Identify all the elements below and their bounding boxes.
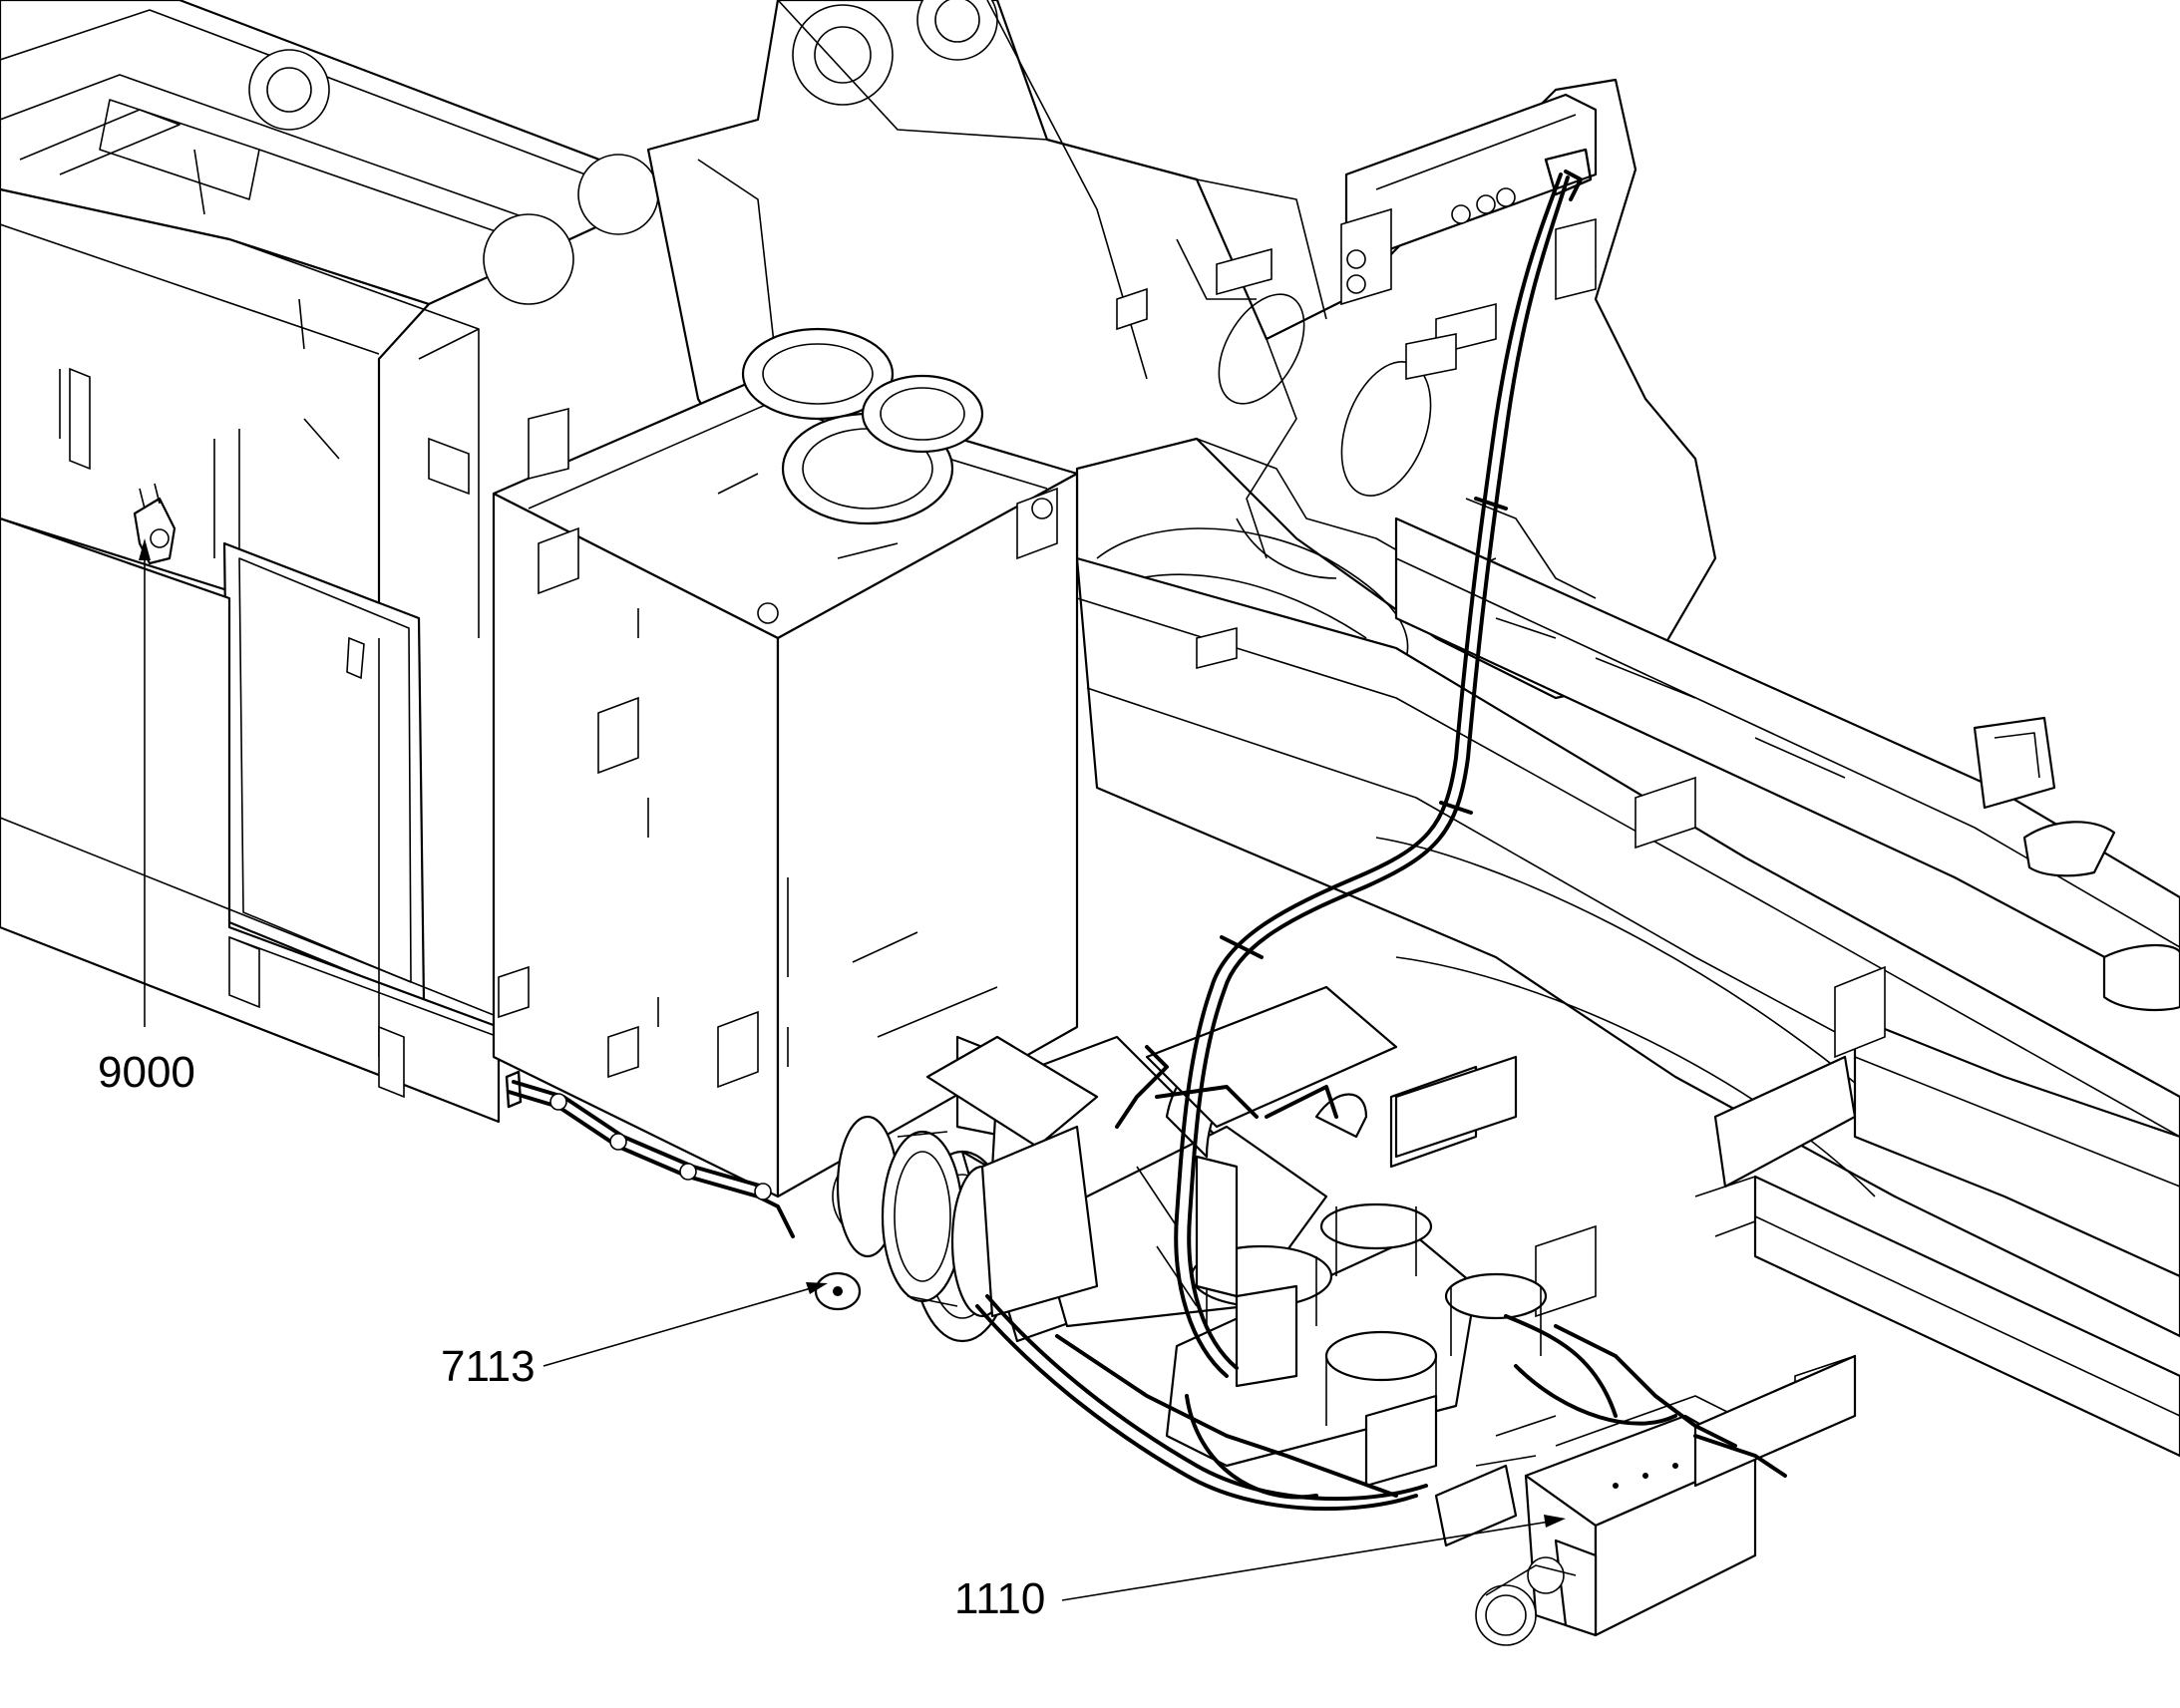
flange-coupling xyxy=(814,1115,1099,1318)
callout-labels: 9000 7113 1110 xyxy=(98,1048,1045,1623)
hose-routing xyxy=(505,148,1787,1512)
callout-9000: 9000 xyxy=(98,1048,195,1097)
leader-7113 xyxy=(543,1285,819,1367)
electrical-box-1110 xyxy=(1434,1354,1857,1646)
leader-1110 xyxy=(1061,1520,1557,1601)
tank-assembly xyxy=(492,327,1079,1198)
callout-7113: 7113 xyxy=(441,1342,536,1391)
arrowhead-9000 xyxy=(139,538,151,560)
arrowhead-7113 xyxy=(806,1282,828,1294)
chassis-rails xyxy=(1075,516,2180,1458)
left-frame-structure xyxy=(0,0,680,1124)
arrowhead-1110 xyxy=(1544,1515,1566,1528)
callout-1110: 1110 xyxy=(954,1574,1045,1623)
callout-leaders xyxy=(139,538,1566,1601)
